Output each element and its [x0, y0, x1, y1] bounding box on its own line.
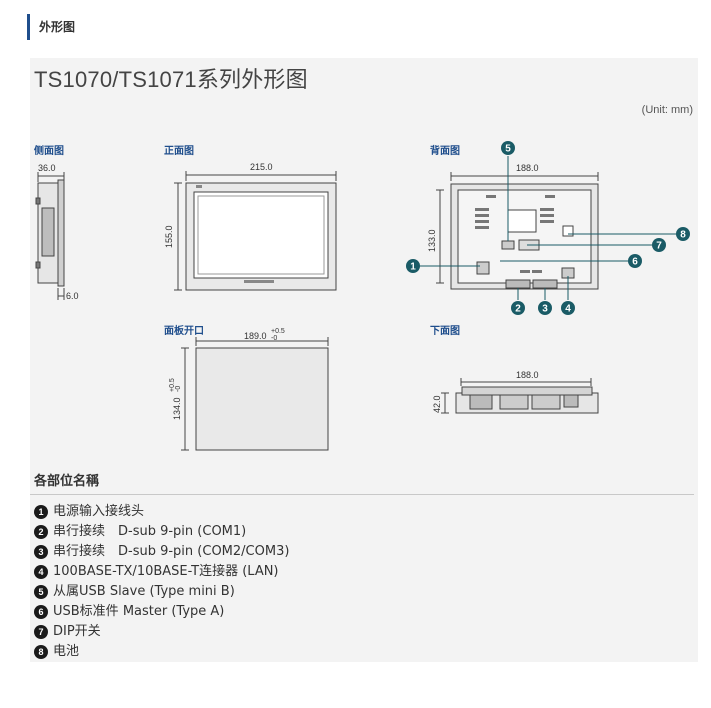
view-label-front: 正面图 — [164, 146, 194, 157]
parts-title: 各部位名稱 — [34, 474, 100, 489]
part-name: USB标准件 Master (Type A) — [53, 604, 225, 619]
callout-1: 1 — [410, 262, 416, 273]
dim-cutout-height: 134.0 — [172, 397, 182, 420]
back-view — [436, 172, 599, 290]
dim-cutout-width: 189.0 — [244, 331, 267, 341]
callouts: 1 2 3 4 5 6 7 8 — [406, 141, 690, 315]
list-item: 1 电源输入接线头 — [34, 502, 289, 522]
diagram-panel — [30, 58, 698, 662]
list-item: 6 USB标准件 Master (Type A) — [34, 602, 289, 622]
callout-4: 4 — [565, 304, 571, 315]
number-badge: 1 — [34, 505, 48, 519]
unit-label: (Unit: mm) — [641, 104, 693, 116]
dim-back-height: 133.0 — [427, 229, 437, 252]
number-badge: 6 — [34, 605, 48, 619]
list-item: 5 从属USB Slave (Type mini B) — [34, 582, 289, 602]
dim-side-width: 36.0 — [38, 163, 56, 173]
list-item: 2 串行接续 D-sub 9-pin (COM1) — [34, 522, 289, 542]
view-label-side: 侧面图 — [34, 146, 64, 157]
part-name: 电池 — [53, 644, 80, 659]
dim-front-height: 155.0 — [164, 225, 174, 248]
list-item: 4 100BASE-TX/10BASE-T连接器 (LAN) — [34, 562, 289, 582]
side-view — [35, 172, 65, 300]
dim-cutout-width-tol-plus: +0.5 — [271, 328, 285, 335]
number-badge: 3 — [34, 545, 48, 559]
parts-divider — [30, 494, 694, 495]
view-label-bottom: 下面图 — [430, 326, 460, 337]
part-name: DIP开关 — [53, 624, 101, 639]
dim-side-bottom: 6.0 — [66, 291, 79, 301]
list-item: 8 电池 — [34, 642, 289, 662]
view-label-cutout: 面板开口 — [164, 326, 204, 337]
number-badge: 8 — [34, 645, 48, 659]
front-view — [174, 171, 337, 291]
page-title: TS1070/TS1071系列外形图 — [34, 67, 308, 92]
part-name: 串行接续 D-sub 9-pin (COM2/COM3) — [53, 544, 290, 559]
callout-leaders — [419, 156, 676, 300]
number-badge: 2 — [34, 525, 48, 539]
number-badge: 5 — [34, 585, 48, 599]
section-header: 外形图 — [27, 14, 75, 40]
callout-3: 3 — [542, 304, 548, 315]
callout-8: 8 — [680, 230, 686, 241]
dim-cutout-width-tol-minus: -0 — [271, 335, 277, 342]
list-item: 7 DIP开关 — [34, 622, 289, 642]
cutout-view — [181, 337, 329, 451]
callout-2: 2 — [515, 304, 521, 315]
part-name: 从属USB Slave (Type mini B) — [53, 584, 235, 599]
list-item: 3 串行接续 D-sub 9-pin (COM2/COM3) — [34, 542, 289, 562]
parts-list: 1 电源输入接线头 2 串行接续 D-sub 9-pin (COM1) 3 串行接续 … — [34, 502, 289, 662]
dim-back-width: 188.0 — [516, 163, 539, 173]
dim-cutout-height-tol-plus: +0.5 — [169, 378, 176, 392]
dim-front-width: 215.0 — [250, 162, 273, 172]
callout-5: 5 — [505, 144, 511, 155]
bottom-view — [441, 378, 599, 414]
dim-bottom-height: 42.0 — [432, 395, 442, 413]
view-label-back: 背面图 — [430, 146, 460, 157]
callout-6: 6 — [632, 257, 638, 268]
number-badge: 4 — [34, 565, 48, 579]
number-badge: 7 — [34, 625, 48, 639]
dim-cutout-height-tol-minus: -0 — [175, 386, 182, 392]
part-name: 100BASE-TX/10BASE-T连接器 (LAN) — [53, 564, 279, 579]
dim-bottom-width: 188.0 — [516, 370, 539, 380]
part-name: 电源输入接线头 — [53, 504, 145, 519]
part-name: 串行接续 D-sub 9-pin (COM1) — [53, 524, 247, 539]
callout-7: 7 — [656, 241, 662, 252]
